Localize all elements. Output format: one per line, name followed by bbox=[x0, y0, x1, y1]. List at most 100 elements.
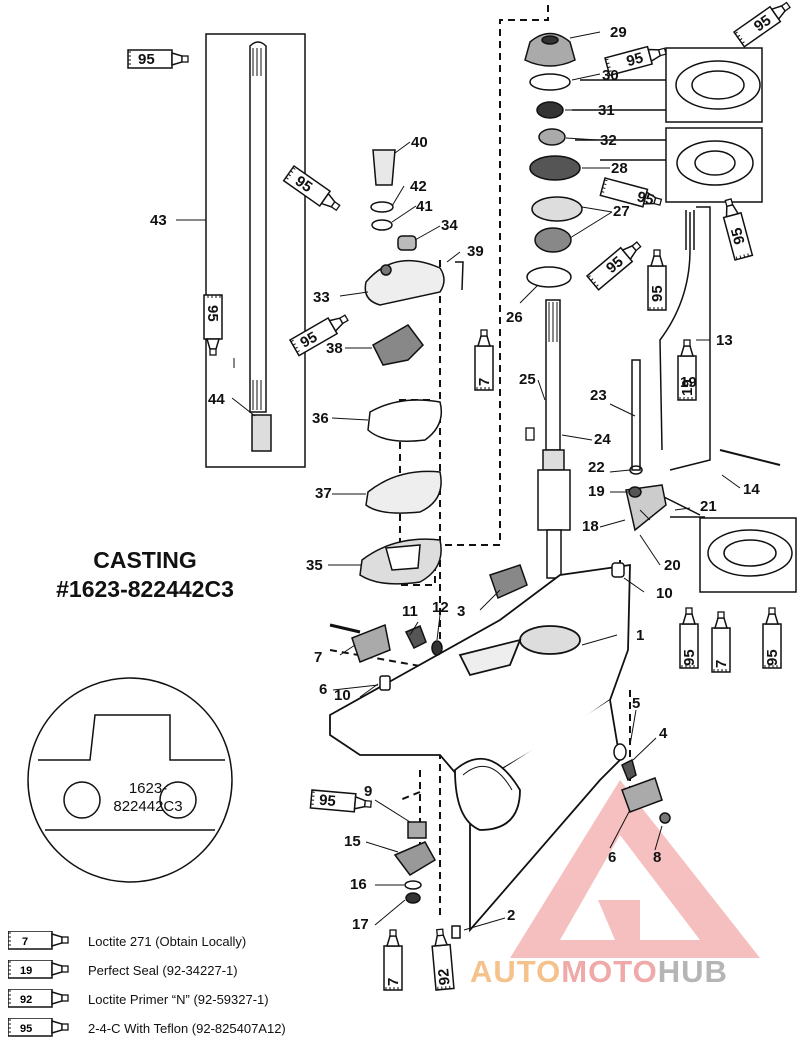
legend-label: Perfect Seal (92-34227-1) bbox=[88, 963, 238, 978]
callout-18: 18 bbox=[582, 518, 599, 535]
callout-43: 43 bbox=[150, 212, 167, 229]
callout-11: 11 bbox=[402, 603, 418, 620]
legend-label: 2-4-C With Teflon (92-825407A12) bbox=[88, 1021, 286, 1036]
legend-code: 19 bbox=[20, 965, 32, 977]
tube-code: 95 bbox=[649, 285, 666, 302]
callout-44: 44 bbox=[208, 391, 225, 408]
casting-inset bbox=[27, 677, 233, 883]
callout-10b: 10 bbox=[656, 585, 673, 602]
callout-5: 5 bbox=[632, 695, 640, 712]
driveshaft-43 bbox=[249, 41, 272, 452]
tube-code: 95 bbox=[292, 173, 315, 196]
callout-2: 2 bbox=[507, 907, 515, 924]
callout-27: 27 bbox=[613, 203, 630, 220]
legend-label: Loctite 271 (Obtain Locally) bbox=[88, 934, 247, 949]
watermark-text: AUTOMOTOHUB bbox=[470, 954, 728, 990]
callout-7: 7 bbox=[314, 649, 322, 666]
callout-41: 41 bbox=[416, 198, 433, 215]
inset-label-line1: 1623- bbox=[128, 780, 168, 797]
legend-row: 95 2-4-C With Teflon (92-825407A12) bbox=[6, 1015, 326, 1044]
callout-34: 34 bbox=[441, 217, 458, 234]
legend-row: 7 Loctite 271 (Obtain Locally) bbox=[6, 928, 326, 957]
callout-26: 26 bbox=[506, 309, 523, 326]
callout-6b: 6 bbox=[608, 849, 616, 866]
tube-code: 95 bbox=[204, 305, 221, 322]
callout-23: 23 bbox=[590, 387, 607, 404]
tube-code: 95 bbox=[138, 51, 155, 68]
callout-38: 38 bbox=[326, 340, 343, 357]
tube-icon: 7 bbox=[8, 931, 69, 950]
tube-code: 95 bbox=[297, 329, 320, 352]
tube-icon: 95 bbox=[8, 1018, 69, 1037]
callout-9: 9 bbox=[364, 783, 372, 800]
tube-code: 7 bbox=[385, 978, 402, 986]
tube-code: 19 bbox=[679, 379, 696, 396]
bearing-stack bbox=[524, 32, 583, 288]
callout-13: 13 bbox=[716, 332, 733, 349]
callout-37: 37 bbox=[315, 485, 332, 502]
legend-code: 92 bbox=[20, 994, 32, 1006]
callout-1: 1 bbox=[636, 627, 644, 644]
legend-code: 7 bbox=[22, 936, 28, 948]
tube-code: 95 bbox=[625, 49, 646, 70]
inset-label: 1623- 822442C3 bbox=[88, 780, 208, 816]
watermark-part-auto: AUTO bbox=[470, 954, 562, 989]
callout-4: 4 bbox=[659, 725, 668, 742]
callout-42: 42 bbox=[410, 178, 427, 195]
seal-rings bbox=[572, 47, 797, 593]
callout-17: 17 bbox=[352, 916, 369, 933]
callout-6a: 6 bbox=[319, 681, 327, 698]
callout-19b: 19 bbox=[680, 374, 697, 391]
callout-30: 30 bbox=[602, 67, 619, 84]
callout-31: 31 bbox=[598, 102, 615, 119]
inset-label-line2: 822442C3 bbox=[113, 798, 183, 815]
tube-code: 95 bbox=[751, 12, 774, 35]
callout-39: 39 bbox=[467, 243, 484, 260]
callout-15: 15 bbox=[344, 833, 361, 850]
legend-row: 19 Perfect Seal (92-34227-1) bbox=[6, 957, 326, 986]
callout-14: 14 bbox=[743, 481, 760, 498]
callout-3: 3 bbox=[457, 603, 465, 620]
watermark-part-moto: MOTO bbox=[561, 954, 658, 989]
pinion-shaft-24 bbox=[537, 299, 571, 579]
legend-row: 92 Loctite Primer “N” (92-59327-1) bbox=[6, 986, 326, 1015]
casting-title: CASTING #1623-822442C3 bbox=[30, 546, 260, 604]
tube-icon: 19 bbox=[8, 960, 69, 979]
sealant-legend: 7 Loctite 271 (Obtain Locally) 19 Perfec… bbox=[6, 928, 326, 1044]
callout-40: 40 bbox=[411, 134, 428, 151]
callout-10a: 10 bbox=[334, 687, 351, 704]
tube-code: 95 bbox=[728, 226, 749, 247]
watermark-logo bbox=[510, 780, 760, 958]
shift-linkage bbox=[625, 206, 781, 532]
callout-22: 22 bbox=[588, 459, 605, 476]
small-parts bbox=[329, 562, 671, 939]
callout-29: 29 bbox=[610, 24, 627, 41]
tube-code: 7 bbox=[476, 378, 493, 386]
callout-25: 25 bbox=[519, 371, 536, 388]
callout-35: 35 bbox=[306, 557, 323, 574]
callout-numbers: 1 2 3 4 5 6 6 7 8 9 10 10 11 12 13 14 15… bbox=[150, 24, 760, 933]
tube-code: 95 bbox=[764, 649, 781, 666]
legend-label: Loctite Primer “N” (92-59327-1) bbox=[88, 992, 269, 1007]
applicator-tubes: 95 95 95 95 95 95 95 95 95 95 95 95 95 1… bbox=[127, 0, 795, 991]
callout-16: 16 bbox=[350, 876, 367, 893]
callout-24: 24 bbox=[594, 431, 611, 448]
callout-12: 12 bbox=[432, 599, 449, 616]
tube-code: 95 bbox=[681, 649, 698, 666]
legend-code: 95 bbox=[20, 1023, 32, 1035]
tube-icon: 92 bbox=[8, 989, 69, 1008]
casting-title-line2: #1623-822442C3 bbox=[56, 576, 234, 602]
driveshaft-box bbox=[205, 33, 306, 468]
tube-code: 92 bbox=[435, 968, 453, 986]
water-pump-parts bbox=[359, 149, 464, 585]
tube-code: 95 bbox=[318, 792, 336, 810]
callout-19a: 19 bbox=[588, 483, 605, 500]
gearcase-housing bbox=[329, 563, 631, 933]
callout-20: 20 bbox=[664, 557, 681, 574]
watermark-part-hub: HUB bbox=[657, 954, 728, 989]
tube-code: 95 bbox=[635, 188, 656, 209]
callout-36: 36 bbox=[312, 410, 329, 427]
callout-33: 33 bbox=[313, 289, 330, 306]
casting-title-line1: CASTING bbox=[93, 547, 197, 573]
